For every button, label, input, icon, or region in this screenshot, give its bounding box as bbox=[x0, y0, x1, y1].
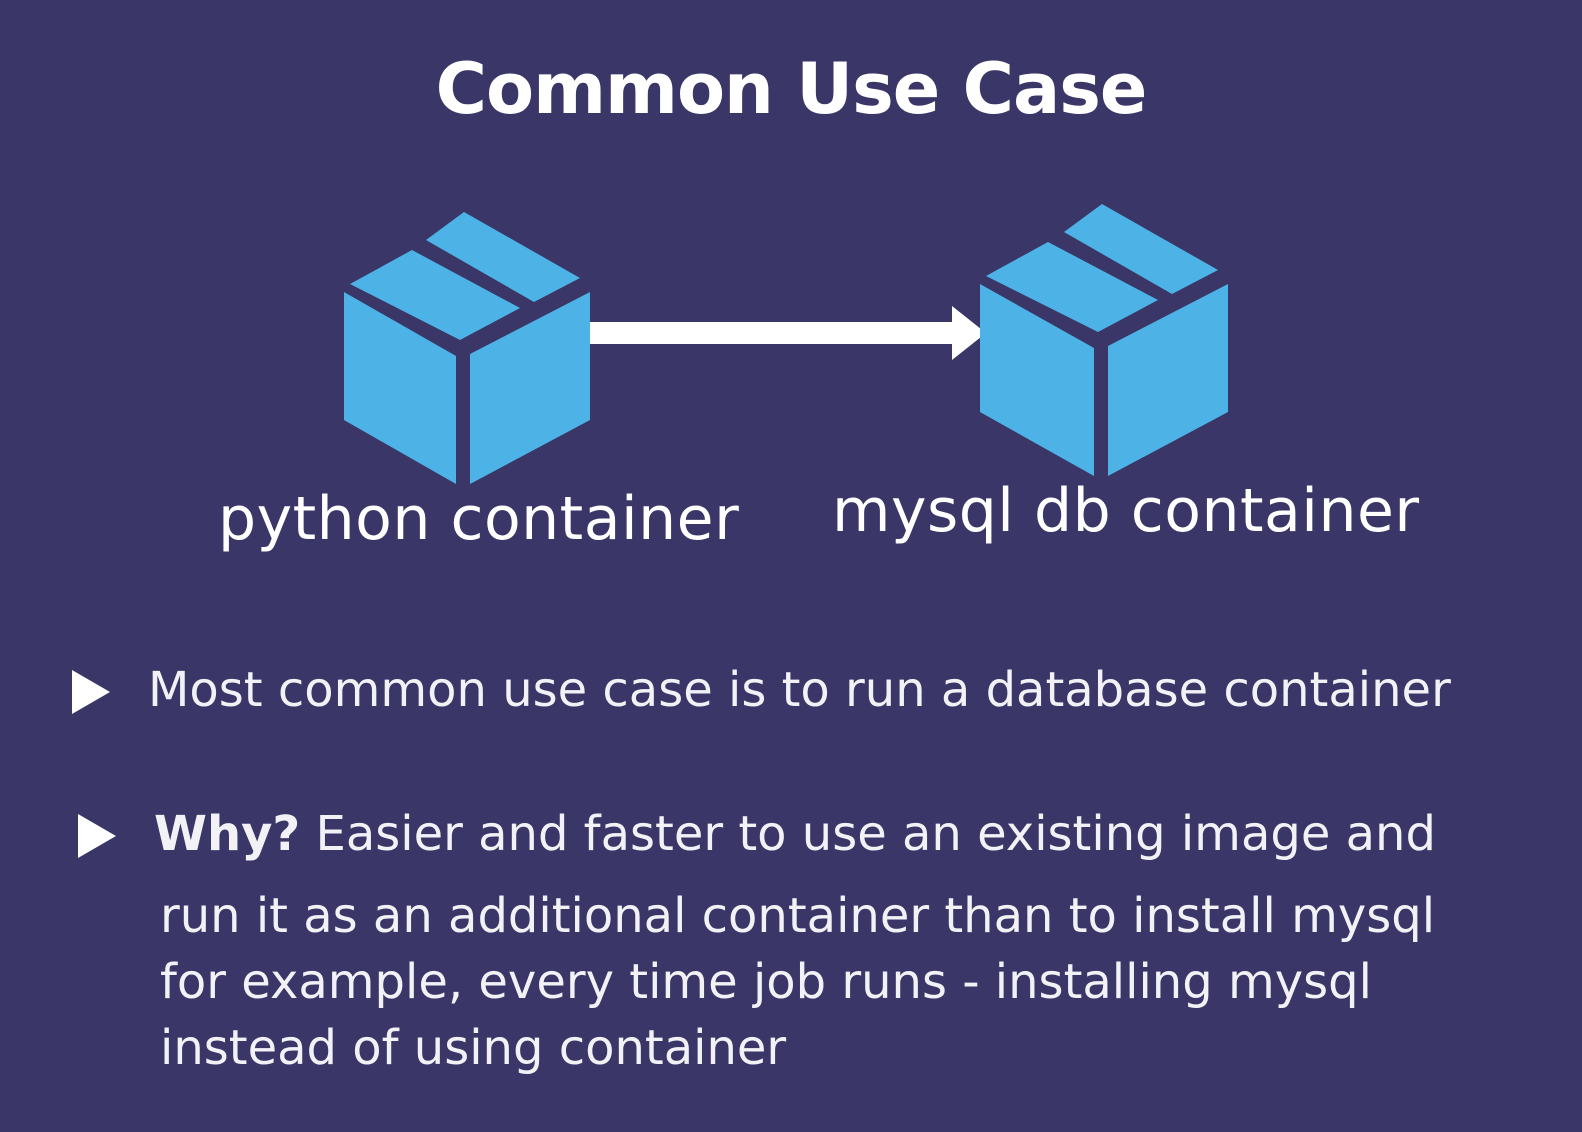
box-icon bbox=[980, 204, 1228, 476]
bullet-text-2: Why? Easier and faster to use an existin… bbox=[154, 806, 1436, 862]
bullet-continuation-line: for example, every time job runs - insta… bbox=[160, 954, 1372, 1010]
bullet-continuation-line: instead of using container bbox=[160, 1020, 787, 1076]
bullet-continuation-line: run it as an additional container than t… bbox=[160, 888, 1436, 944]
mysql-container-label: mysql db container bbox=[832, 476, 1420, 546]
python-container-label: python container bbox=[218, 484, 740, 554]
bullet-lead: Why? bbox=[154, 806, 301, 862]
bullet-text-1: Most common use case is to run a databas… bbox=[148, 662, 1451, 718]
bullet-arrow-icon bbox=[72, 670, 110, 714]
slide-title: Common Use Case bbox=[435, 48, 1148, 130]
bullet-arrow-icon bbox=[78, 814, 116, 858]
box-icon bbox=[344, 212, 590, 484]
bullet-body: Easier and faster to use an existing ima… bbox=[300, 806, 1436, 862]
arrow-connector bbox=[590, 306, 986, 360]
